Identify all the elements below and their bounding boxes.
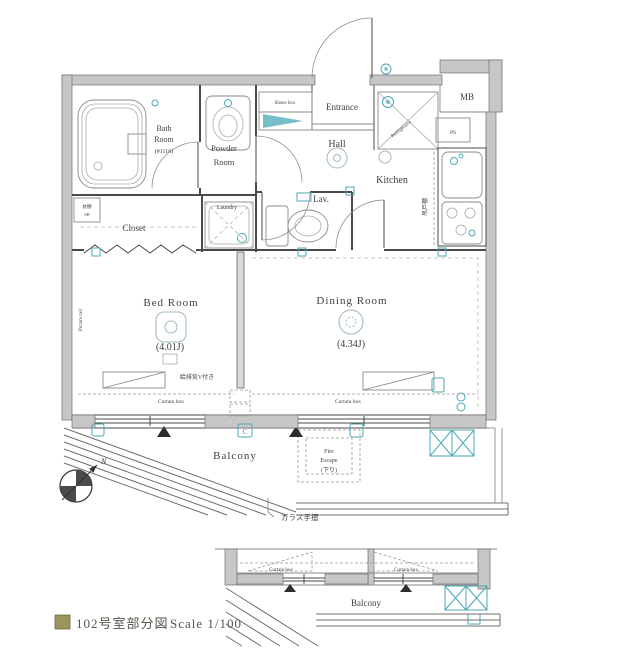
hall-label: Hall <box>328 139 345 150</box>
shoes-box-label: Shoes box <box>275 101 296 106</box>
entrance-door <box>311 17 373 79</box>
ps-label: PS <box>450 130 456 136</box>
closet-shelf-label-line2: SB <box>84 212 90 217</box>
closet-shelf-label-line1: 枕棚 <box>83 203 92 210</box>
washer-drain-icon <box>237 233 247 243</box>
outer-walls <box>61 59 503 429</box>
laundry-label: Laundry <box>217 205 237 211</box>
compass-north-label: N <box>100 457 107 466</box>
caption-scale: Scale 1/100 <box>170 616 242 631</box>
curtain-box-label: Curtain box <box>158 399 184 405</box>
ceiling-light-icon <box>164 320 178 334</box>
powder-room: Powder Room <box>205 95 303 183</box>
closet-label: Closet <box>122 223 146 233</box>
window-marker-triangle <box>289 426 303 437</box>
stove-icon <box>468 229 476 237</box>
glass-rail-label: ガラス手摺 <box>281 512 318 522</box>
meter-box: MB <box>439 85 502 113</box>
outlet-symbols <box>91 63 447 257</box>
curtain-box-label: Curtain box <box>269 568 293 573</box>
lavatory: Lav. <box>261 191 329 247</box>
kitchen: Refrigerator 吊戸棚 Kitchen <box>335 91 487 249</box>
fire-escape-line3: (下り) <box>321 467 337 474</box>
ac-outdoor-unit <box>444 585 488 611</box>
vent-icon <box>380 63 392 75</box>
balcony-label: Balcony <box>213 450 257 462</box>
dining-size-label: (4.34J) <box>337 339 365 350</box>
powder-room-label-line2: Room <box>214 157 235 167</box>
caption-title: 102号室部分図 <box>76 616 169 631</box>
vent-icon <box>382 96 394 108</box>
bathroom-label-line1: Bath <box>156 124 171 133</box>
shoes-shelf-icon <box>263 114 303 128</box>
dining-room: Dining Room (4.34J) Curtain box <box>252 257 479 412</box>
windows-main: C <box>78 393 478 438</box>
north-arrow-icon <box>89 465 97 473</box>
hanging-cupboard-label: 吊戸棚 <box>421 198 429 216</box>
curtain-box-label: Curtain box <box>394 568 418 573</box>
powder-room-label-line1: Powder <box>211 143 237 153</box>
bedroom-size-label: (4.01J) <box>156 342 184 353</box>
window-marker-triangle <box>157 426 171 437</box>
mb-label: MB <box>460 92 474 102</box>
ceiling-light-icon <box>338 309 364 335</box>
ac-outdoor-unit <box>429 429 475 457</box>
refrigerator-label: Refrigerator <box>391 120 413 139</box>
faucet-icon <box>224 99 232 107</box>
bathroom-label-line2: Room <box>154 135 174 144</box>
interior-walls <box>72 85 486 417</box>
paper-holder-icon <box>296 192 312 202</box>
curtain-box-label: Curtain box <box>335 399 361 405</box>
balcony-label: Balcony <box>351 598 381 608</box>
fire-escape-hatch: Fire Escape (下り) <box>297 429 361 483</box>
dining-label: Dining Room <box>316 295 387 307</box>
pipe-space: PS <box>435 117 471 143</box>
window-marker-triangle <box>284 584 296 592</box>
bedroom-note-label: 給排気V付き <box>180 373 214 381</box>
sink-faucet-icon <box>450 157 458 165</box>
ceiling-light-icon <box>326 147 348 169</box>
lav-label: Lav. <box>313 194 329 204</box>
entrance-label: Entrance <box>326 102 358 112</box>
picture-rail-label: Picture rail <box>79 308 84 331</box>
caption: 102号室部分図 Scale 1/100 <box>54 614 242 631</box>
balcony-main: Balcony ガラス手摺 Fire Escape (下り) <box>63 426 509 522</box>
fire-escape-line1: Fire <box>324 449 334 455</box>
bathroom-size-label: (#1116) <box>155 148 174 155</box>
laundry: Laundry <box>204 201 254 249</box>
closet: 枕棚 SB Closet <box>73 197 196 233</box>
entrance-hall: Shoes box Entrance Hall <box>258 91 392 169</box>
window-marker-triangle <box>400 584 412 592</box>
bedroom-label: Bed Room <box>143 297 198 309</box>
shower-icon <box>151 99 159 107</box>
fire-escape-line2: Escape <box>321 458 338 464</box>
bathroom: Bath Room (#1116) <box>77 99 199 189</box>
caption-swatch <box>54 614 71 630</box>
window-tag-label: C <box>243 428 248 436</box>
kitchen-label: Kitchen <box>376 175 408 186</box>
bedroom: Bed Room (4.01J) 給排気V付き Picture rail Cur… <box>79 297 214 405</box>
balcony-fragment: Curtain box Curtain box Balcony <box>215 548 501 647</box>
compass: N <box>59 457 107 503</box>
